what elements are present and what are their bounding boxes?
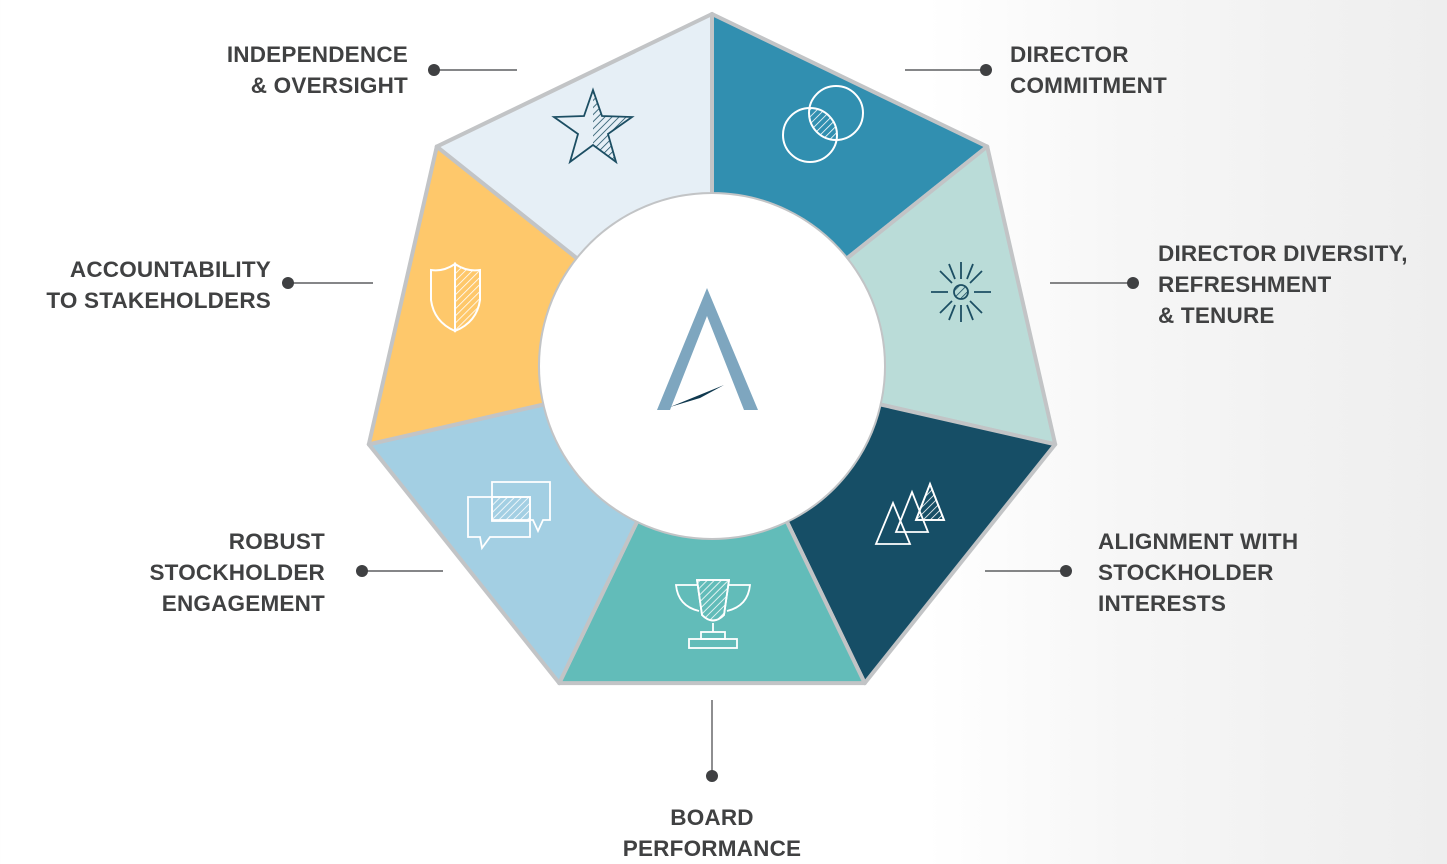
center-disc — [540, 194, 884, 538]
connector-dot-director-commitment — [980, 64, 992, 76]
connector-dot-independence — [428, 64, 440, 76]
label-board-performance: BOARD PERFORMANCE — [622, 805, 802, 861]
connector-dot-accountability — [282, 277, 294, 289]
label-accountability: ACCOUNTABILITY TO STAKEHOLDERS — [46, 257, 271, 313]
a-logo-icon — [657, 288, 758, 410]
connector-dot-stockholder-engagement — [356, 565, 368, 577]
connector-lines — [282, 64, 1139, 782]
label-alignment: ALIGNMENT WITH STOCKHOLDER INTERESTS — [1098, 529, 1299, 616]
label-director-commitment: DIRECTOR COMMITMENT — [1010, 42, 1167, 98]
trophy-icon — [675, 579, 751, 649]
connector-dot-director-diversity — [1127, 277, 1139, 289]
label-independence: INDEPENDENCE & OVERSIGHT — [226, 42, 408, 98]
connector-dot-alignment — [1060, 565, 1072, 577]
shield-icon — [430, 262, 481, 333]
starburst-icon — [931, 262, 991, 322]
connector-dot-board-performance — [706, 770, 718, 782]
label-stockholder-engagement: ROBUST STOCKHOLDER ENGAGEMENT — [149, 529, 325, 616]
mountain-peaks-icon — [874, 481, 946, 545]
chat-bubbles-icon — [467, 481, 551, 551]
star-icon — [551, 87, 635, 165]
label-director-diversity: DIRECTOR DIVERSITY, REFRESHMENT & TENURE — [1158, 241, 1408, 328]
